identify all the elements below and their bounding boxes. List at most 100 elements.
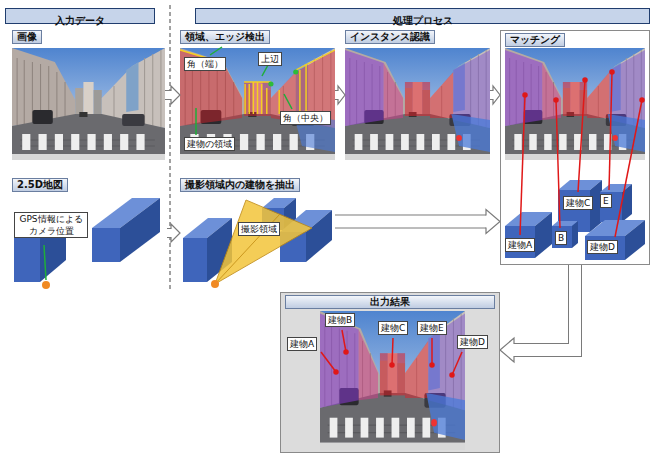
arrow-body [490,91,493,99]
process-panel: マッチング建物CE建物AB建物D [500,30,650,265]
building-blocks [535,212,552,258]
match-lines [609,72,612,190]
match-lines [554,98,558,102]
camera-view [215,200,312,284]
arrow-head [338,86,345,104]
photo-input [12,48,165,160]
label-box: 建物A [505,238,535,252]
process-panel: 画像 [12,30,165,160]
arrow-body [165,91,171,99]
process-panel: 2.5D地図 GPS情報による カメラ位置 [12,178,167,288]
match-lines [556,100,560,228]
panel-tab: 画像 [12,30,42,44]
arrow-head [493,86,500,104]
map-blocks [120,198,160,262]
panel-tab: 領域、エッジ検出 [180,30,270,44]
label-text: E [603,195,609,207]
label-text: 建物A [290,338,314,350]
label-box: 建物E [417,321,447,335]
photo-output [320,311,465,450]
arrow-body [514,265,575,350]
label-box: 角（中央） [280,111,331,125]
section-band: 入力データ [5,8,155,24]
arrow-outline [514,265,575,350]
output-leaders [431,338,433,365]
photo-instances [345,50,490,152]
photo-matching [505,48,645,160]
photo-input [12,48,165,160]
output-leaders [344,350,348,354]
photo-instances [345,48,490,160]
label-box: 角（端） [184,57,226,71]
match-lines [578,80,585,192]
label-text: 角（端） [187,58,223,70]
match-lines [523,93,527,97]
arrow-body [335,216,486,228]
match-lines [520,95,525,235]
arrow-outline [335,90,338,100]
band-title: 処理プロセス [393,15,453,26]
output-leaders [430,363,434,367]
label-box: 建物D [457,335,488,349]
leader-lines [284,94,292,109]
camera-view [183,198,332,288]
output-leaders [334,370,338,374]
arrow-body [167,229,171,237]
map-blocks [44,245,46,280]
label-box: 建物B [325,313,355,327]
output-leaders [390,363,394,367]
building-blocks [552,226,572,248]
match-lines [640,98,644,102]
match-lines [520,70,644,237]
area-label: 撮影領域 [238,222,280,236]
label-text: 建物A [508,239,532,251]
label-text: 建物C [381,322,405,334]
label-text: 建物E [420,322,444,334]
arrow-outline [165,90,171,100]
label-box: 建物D [587,240,618,254]
match-lines [610,70,614,74]
output-leaders [342,330,346,352]
label-box: 建物C [378,321,408,335]
camera-view [306,210,332,262]
flow-arrow [490,86,500,104]
building-blocks [585,236,625,260]
building-blocks [622,184,632,222]
panel-tab: 出力結果 [285,295,495,309]
flow-arrow [500,265,575,362]
building-blocks [625,220,645,260]
camera-view [211,280,219,288]
output-leaders [321,330,462,377]
arrow-head [486,210,500,234]
label-text: B [558,232,564,244]
map-blocks [92,228,120,262]
output-leaders [392,338,393,365]
panel-tab: 2.5D地図 [12,178,68,192]
label-text: 角（中央） [283,112,328,124]
panel-ground [280,292,500,453]
flow-arrow [335,86,345,104]
photo-output [320,311,465,450]
output-leaders [321,352,336,372]
panel-tab: インスタンス認識 [345,30,435,44]
arrow-body [335,91,338,99]
label-text: 建物D [590,241,615,253]
photo-matching [505,50,645,152]
label-box: 建物の領域 [184,137,235,151]
flow-arrow [167,224,180,242]
label-text: GPS情報による カメラ位置 [17,213,85,237]
label-box: B [555,231,567,245]
section-band: 処理プロセス [195,8,650,24]
output-leaders [450,373,454,377]
label-text: 建物B [328,314,352,326]
photo-edges [180,48,335,160]
arrow-head [171,224,180,242]
map-blocks [14,198,160,289]
label-box: 上辺 [258,52,282,66]
leader-lines [262,65,268,76]
map-blocks [42,281,50,289]
label-text: 建物C [566,197,590,209]
label-text: 上辺 [261,53,279,65]
